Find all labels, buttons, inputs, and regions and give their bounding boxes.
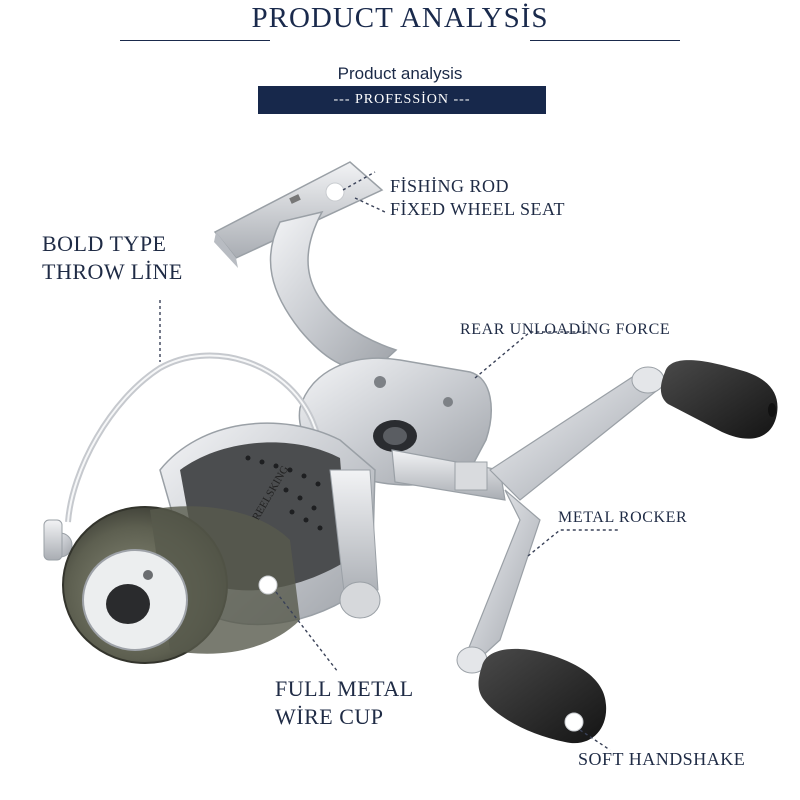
callout-dot-seat: [325, 182, 345, 202]
title-rule-right: [530, 40, 680, 41]
page-title: PRODUCT ANALYSİS: [251, 2, 549, 34]
leader-cup: [275, 591, 339, 673]
title-rule-left: [120, 40, 270, 41]
spool: [62, 506, 300, 664]
label-throw-line-line1: BOLD TYPE: [42, 231, 167, 256]
label-wire-cup: FULL METAL WİRE CUP: [275, 675, 414, 730]
label-rod-seat: FİSHİNG ROD FİXED WHEEL SEAT: [390, 175, 565, 220]
label-wire-cup-line2: WİRE CUP: [275, 703, 384, 729]
label-metal-rocker: METAL ROCKER: [558, 509, 688, 526]
label-soft-handshake: SOFT HANDSHAKE: [578, 749, 746, 769]
callout-dot-knob: [564, 712, 584, 732]
section-subtitle: Product analysis: [337, 64, 463, 83]
label-throw-line-line2: THROW LİNE: [42, 258, 183, 284]
metal-rocker-arm: [391, 366, 665, 674]
upper-knob: [660, 360, 778, 439]
label-rod-seat-line2: FİXED WHEEL SEAT: [390, 198, 565, 219]
leader-seat: [342, 171, 386, 213]
label-throw-line: BOLD TYPE THROW LİNE: [42, 230, 183, 285]
leader-rocker: [527, 529, 620, 557]
profession-badge: --- PROFESSİON ---: [258, 86, 546, 114]
callout-dot-cup: [258, 575, 278, 595]
reel-stem: [269, 210, 398, 373]
lower-knob: [478, 648, 607, 744]
label-wire-cup-line1: FULL METAL: [275, 676, 414, 701]
label-rear-unloading: REAR UNLOADİNG FORCE: [460, 321, 671, 338]
leader-knob: [579, 729, 611, 751]
label-rod-seat-line1: FİSHİNG ROD: [390, 176, 510, 196]
